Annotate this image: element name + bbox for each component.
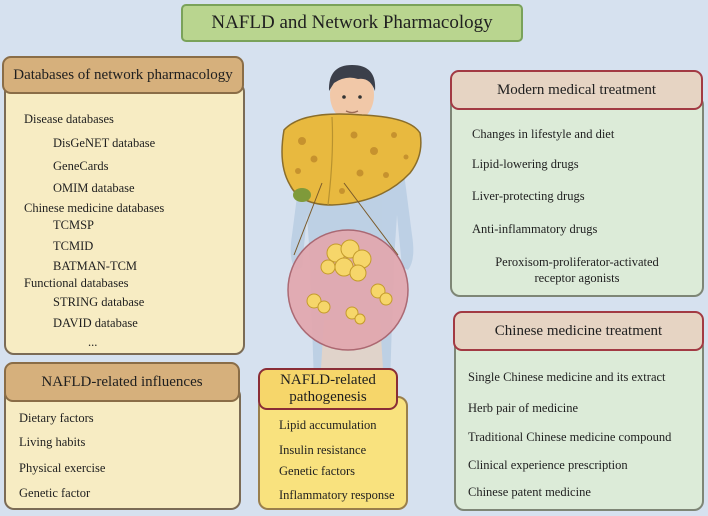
modern-header-label: Modern medical treatment	[496, 81, 657, 98]
influence-item-living: Living habits	[19, 435, 86, 449]
zoom-line-left	[293, 182, 323, 256]
pathogenesis-header-line2: pathogenesis	[289, 389, 367, 405]
influences-box	[4, 386, 241, 510]
page-title: NAFLD and Network Pharmacology	[181, 4, 523, 42]
db-item-disgenet: DisGeNET database	[53, 136, 156, 150]
db-item-tcmsp: TCMSP	[53, 218, 94, 232]
modern-item-liver-protecting: Liver-protecting drugs	[472, 189, 585, 203]
chinese-header-label: Chinese medicine treatment	[494, 322, 663, 339]
chinese-header: Chinese medicine treatment	[453, 311, 704, 351]
modern-header: Modern medical treatment	[450, 70, 703, 110]
influence-item-genetic: Genetic factor	[19, 486, 91, 500]
zoom-line-right	[343, 182, 399, 256]
databases-header-label: Databases of network pharmacology	[13, 66, 233, 83]
db-item-david: DAVID database	[53, 316, 138, 330]
pathogenesis-item-inflammatory: Inflammatory response	[279, 488, 395, 502]
chinese-item-single: Single Chinese medicine and its extract	[468, 370, 666, 384]
pathogenesis-box	[258, 396, 408, 510]
pathogenesis-item-insulin: Insulin resistance	[279, 443, 367, 457]
pathogenesis-item-genetic: Genetic factors	[279, 464, 356, 478]
db-item-omim: OMIM database	[53, 181, 135, 195]
pathogenesis-header-line1: NAFLD-related	[280, 372, 376, 388]
chinese-box	[454, 337, 704, 511]
db-category-chinese: Chinese medicine databases	[24, 201, 165, 215]
influence-item-dietary: Dietary factors	[19, 411, 94, 425]
modern-box	[450, 95, 704, 297]
db-category-functional: Functional databases	[24, 276, 129, 290]
db-item-string: STRING database	[53, 295, 145, 309]
db-item-tcmid: TCMID	[53, 239, 94, 253]
db-item-ellipsis: ...	[88, 335, 98, 349]
chinese-item-clinical: Clinical experience prescription	[468, 458, 628, 472]
chinese-item-herb-pair: Herb pair of medicine	[468, 401, 579, 415]
influence-item-exercise: Physical exercise	[19, 461, 106, 475]
modern-item-ppar: Peroxisom-proliferator-activated recepto…	[462, 254, 692, 286]
influences-header: NAFLD-related influences	[4, 362, 240, 402]
db-item-genecards: GeneCards	[53, 159, 109, 173]
pathogenesis-header: NAFLD-related pathogenesis	[258, 368, 398, 410]
db-item-batman: BATMAN-TCM	[53, 259, 138, 273]
title-text: NAFLD and Network Pharmacology	[211, 12, 493, 33]
databases-header: Databases of network pharmacology	[2, 56, 244, 94]
pathogenesis-item-lipid: Lipid accumulation	[279, 418, 377, 432]
modern-item-lifestyle: Changes in lifestyle and diet	[472, 127, 615, 141]
liver-illustration	[281, 65, 422, 385]
magnified-cells	[287, 229, 409, 351]
chinese-item-patent: Chinese patent medicine	[468, 485, 591, 499]
head	[328, 65, 376, 122]
db-category-disease: Disease databases	[24, 112, 114, 126]
liver-organ	[281, 113, 422, 206]
influences-header-label: NAFLD-related influences	[41, 373, 203, 390]
modern-item-ppar-line2: receptor agonists	[534, 271, 620, 285]
modern-item-ppar-line1: Peroxisom-proliferator-activated	[495, 255, 659, 269]
modern-item-anti-inflammatory: Anti-inflammatory drugs	[472, 222, 598, 236]
modern-item-lipid-lowering: Lipid-lowering drugs	[472, 157, 579, 171]
chinese-item-tcm-compound: Traditional Chinese medicine compound	[468, 430, 672, 444]
